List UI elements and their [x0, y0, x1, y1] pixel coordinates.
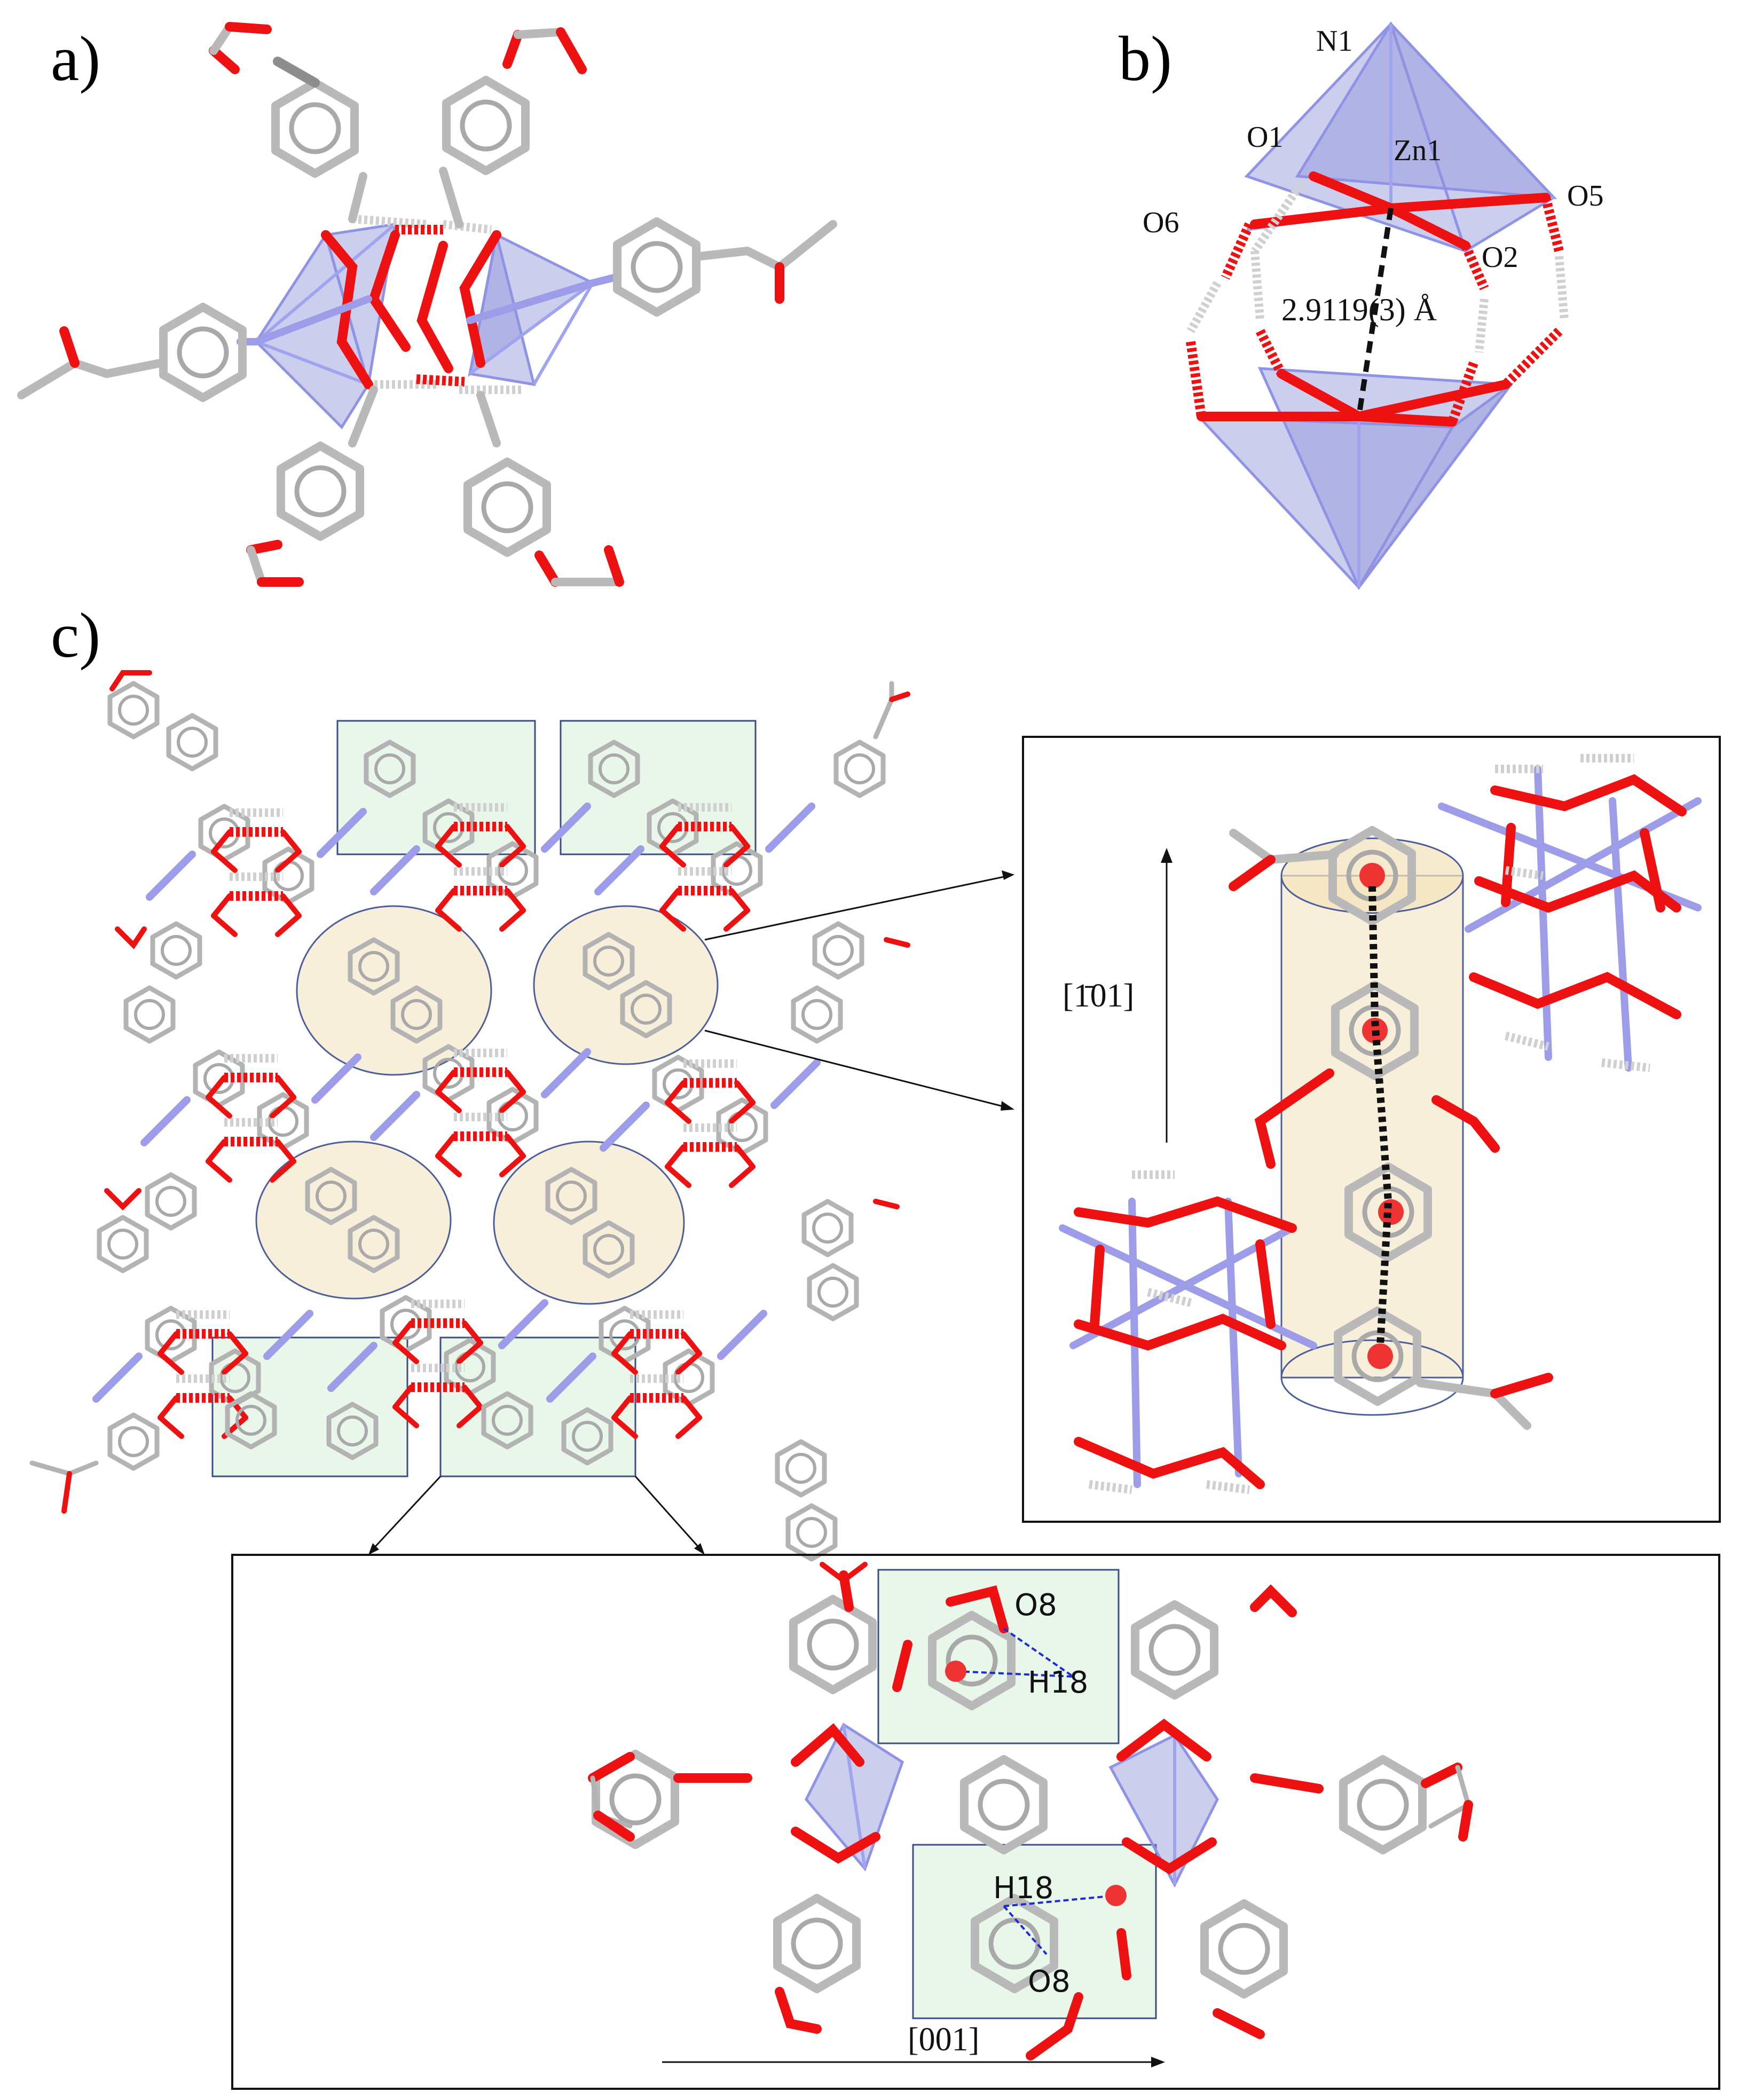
carboxylate-bridges-b [1186, 179, 1569, 424]
centroid-2 [1362, 1018, 1388, 1043]
atom-label-o6: O6 [1143, 206, 1179, 239]
hbond-top-2 [955, 1670, 1074, 1678]
ligand-bottom-left-a [246, 386, 378, 587]
panel-b: b) [1119, 21, 1603, 590]
ligand-top-left-a [209, 22, 367, 223]
atom-label-o1: O1 [1247, 121, 1283, 154]
atom-label-o2: O2 [1482, 241, 1518, 274]
centroid-1 [1359, 863, 1385, 888]
zn-cluster-upper-right [1438, 754, 1702, 1072]
stack-region-4 [493, 1141, 685, 1305]
stack-direction-label: [1̄01] [1063, 978, 1134, 1014]
ligand-bottom-right-a [468, 391, 624, 587]
callout-arrows [368, 870, 1014, 1555]
packing-diagram [29, 670, 910, 1584]
zn-zn-distance-label: 2.9119(3) Å [1281, 292, 1437, 327]
label-h18-bottom: H18 [993, 1871, 1053, 1906]
atom-label-o5: O5 [1567, 179, 1603, 213]
label-h18-top: H18 [1028, 1665, 1088, 1700]
hbond-region-4 [439, 1336, 636, 1477]
stack-region-1 [296, 905, 492, 1076]
panel-c: c) [29, 600, 1721, 2090]
hbond-region-2 [560, 720, 757, 855]
stacking-line [1368, 886, 1392, 1346]
label-o8-bottom: O8 [1028, 1964, 1071, 1999]
panel-a-label: a) [51, 23, 100, 94]
carboxylate-bridges-a [253, 215, 596, 394]
stack-cylinder [1280, 875, 1464, 1379]
bipyramid-top [1244, 21, 1557, 253]
centroid-bottom [1105, 1885, 1127, 1906]
stack-region-3 [255, 1141, 452, 1300]
atom-label-zn1: Zn1 [1394, 134, 1442, 167]
hbond-direction-label: [001] [908, 2022, 979, 2058]
zn-zn-distance-line [1356, 208, 1394, 417]
atom-label-n1: N1 [1316, 25, 1352, 58]
panel-c-label: c) [51, 600, 100, 671]
panel-b-label: b) [1119, 23, 1172, 94]
centroid-3 [1378, 1199, 1404, 1225]
hbond-top-1 [1003, 1627, 1074, 1678]
hbond-inset: O8 H18 H18 O8 [001] [231, 1554, 1720, 2090]
stack-region-2 [533, 905, 719, 1065]
ligand-top-right-a [439, 27, 587, 229]
ligand-left-a [17, 307, 260, 398]
ligand-right-a [589, 222, 837, 312]
hbond-inset-frame [231, 1554, 1720, 2090]
centroid-4 [1367, 1343, 1393, 1369]
centroid-top [945, 1661, 966, 1682]
zn-cluster-lower-left [1059, 1170, 1317, 1494]
hbond-bottom-2 [1003, 1905, 1048, 1955]
zn-o-bonds-b [1197, 171, 1551, 427]
label-o8-top: O8 [1014, 1588, 1057, 1623]
stack-inset-frame [1022, 736, 1721, 1523]
panel-a: a) [17, 22, 837, 587]
stack-inset: [1̄01] [1022, 736, 1721, 1523]
hbond-bottom-1 [1003, 1894, 1116, 1907]
